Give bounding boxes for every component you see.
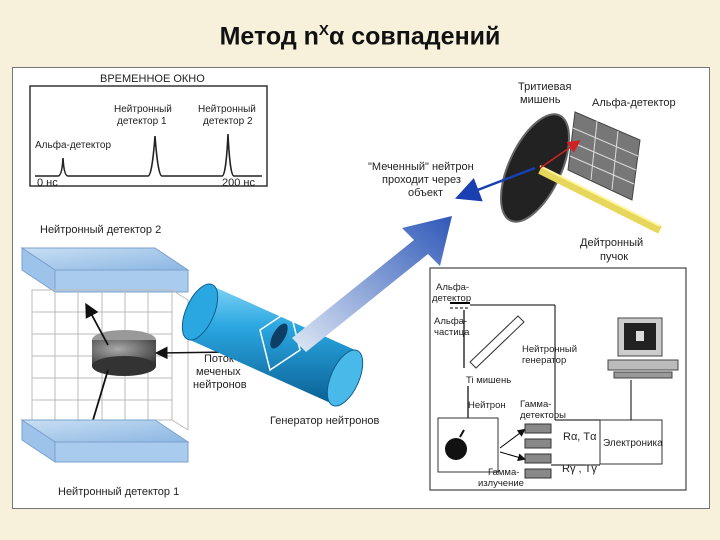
timing-window: ВРЕМЕННОЕ ОКНО Альфа-детектор Нейтронный… bbox=[29, 73, 268, 189]
computer-icon bbox=[607, 317, 679, 379]
inspected-object bbox=[92, 356, 156, 376]
sch-gamma-rad1: Гамма- bbox=[488, 467, 519, 478]
sch-gamma-det1: Гамма- bbox=[520, 399, 551, 410]
sch-gamma-det2: детекторы bbox=[520, 410, 566, 421]
generator-label: Генератор нейтронов bbox=[270, 415, 380, 427]
timing-signal bbox=[35, 133, 262, 177]
alpha-path bbox=[539, 140, 581, 169]
sch-neutron: Нейтрон bbox=[468, 400, 506, 411]
tagged-label3: объект bbox=[408, 187, 443, 199]
big-arrow bbox=[292, 216, 452, 352]
tagged-label1: "Меченный" нейтрон bbox=[368, 161, 474, 173]
sch-alpha-det1: Альфа- bbox=[436, 282, 469, 293]
tritium-label2: мишень bbox=[520, 94, 561, 106]
sch-ti: Ti мишень bbox=[466, 375, 511, 386]
timing-start: 0 нс bbox=[37, 177, 58, 189]
sch-electronics: Электроника bbox=[603, 438, 663, 449]
deuteron-beam bbox=[538, 166, 662, 234]
sch-gamma-rad2: излучение bbox=[478, 478, 524, 489]
bomb-icon bbox=[445, 438, 467, 460]
tagged-neutron-arrow bbox=[454, 166, 536, 202]
detector-assembly: Нейтронный детектор 2 Нейтронный детекто… bbox=[20, 224, 190, 498]
electronics-box bbox=[599, 419, 663, 465]
deuteron-label2: пучок bbox=[600, 251, 628, 263]
timing-end: 200 нс bbox=[222, 177, 255, 189]
sch-alpha-part1: Альфа- bbox=[434, 316, 467, 327]
timing-n2-label1: Нейтронный bbox=[198, 104, 256, 115]
sch-r-gamma: Rγ , Tγ bbox=[562, 463, 597, 475]
generator-end bbox=[326, 349, 364, 407]
gamma-arrow-up bbox=[85, 302, 109, 346]
timing-title: ВРЕМЕННОЕ ОКНО bbox=[100, 73, 205, 85]
target-section: Тритиевая мишень Альфа-детектор "Меченны… bbox=[368, 81, 676, 263]
sch-gen2: генератор bbox=[522, 355, 566, 366]
detector1-label: Нейтронный детектор 1 bbox=[58, 486, 179, 498]
timing-n1-label2: детектор 1 bbox=[117, 116, 167, 127]
tritium-label1: Тритиевая bbox=[518, 81, 572, 93]
sch-alpha-part2: частица bbox=[434, 327, 470, 338]
sch-r-alpha: Rα, Tα bbox=[563, 431, 597, 443]
timing-alpha-label: Альфа-детектор bbox=[35, 139, 111, 151]
flux-label2: меченых bbox=[196, 366, 241, 378]
schematic: Альфа- детектор Альфа- частица Нейтронны… bbox=[429, 267, 687, 491]
tagged-label2: проходит через bbox=[382, 174, 461, 186]
alpha-detector-label: Альфа-детектор bbox=[592, 97, 676, 109]
page-title: Метод nXα совпадений bbox=[219, 22, 501, 51]
sch-gen1: Нейтронный bbox=[522, 344, 577, 355]
flux-label3: нейтронов bbox=[193, 379, 247, 391]
neutron-generator bbox=[181, 283, 364, 407]
timing-n1-label1: Нейтронный bbox=[114, 104, 172, 115]
detector2-label: Нейтронный детектор 2 bbox=[40, 224, 161, 236]
sch-alpha-det2: детектор bbox=[432, 293, 471, 304]
timing-n2-label2: детектор 2 bbox=[203, 116, 253, 127]
sch-generator-tube bbox=[469, 315, 525, 369]
deuteron-label1: Дейтронный bbox=[580, 237, 643, 249]
